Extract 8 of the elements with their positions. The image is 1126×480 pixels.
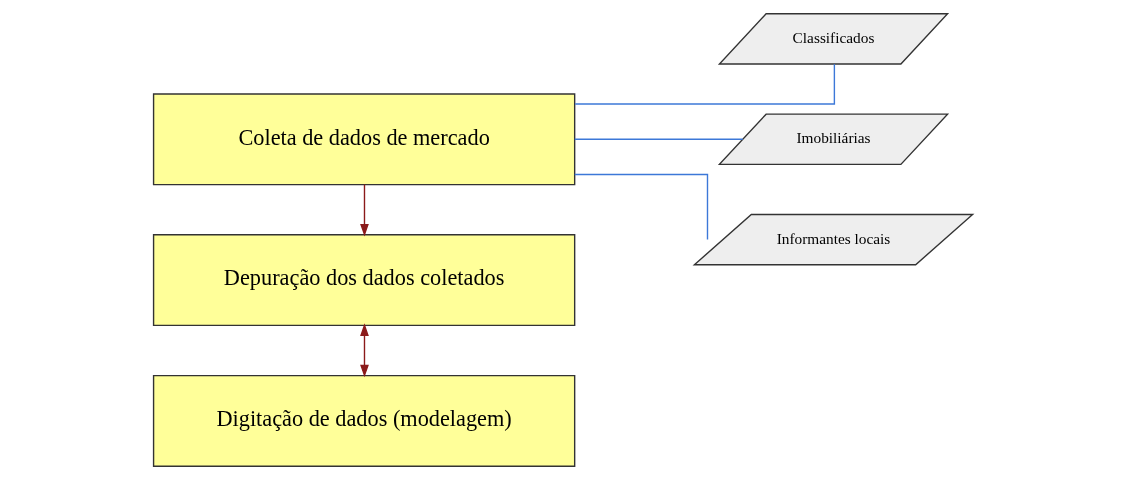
node-box: Digitação de dados (modelagem) bbox=[152, 374, 576, 467]
arrow bbox=[360, 323, 369, 378]
arrow bbox=[360, 183, 369, 237]
connector bbox=[574, 138, 744, 140]
node-box: Depuração dos dados coletados bbox=[152, 234, 576, 327]
connector bbox=[574, 173, 709, 241]
connector bbox=[574, 63, 836, 105]
node-box: Coleta de dados de mercado bbox=[152, 93, 576, 186]
